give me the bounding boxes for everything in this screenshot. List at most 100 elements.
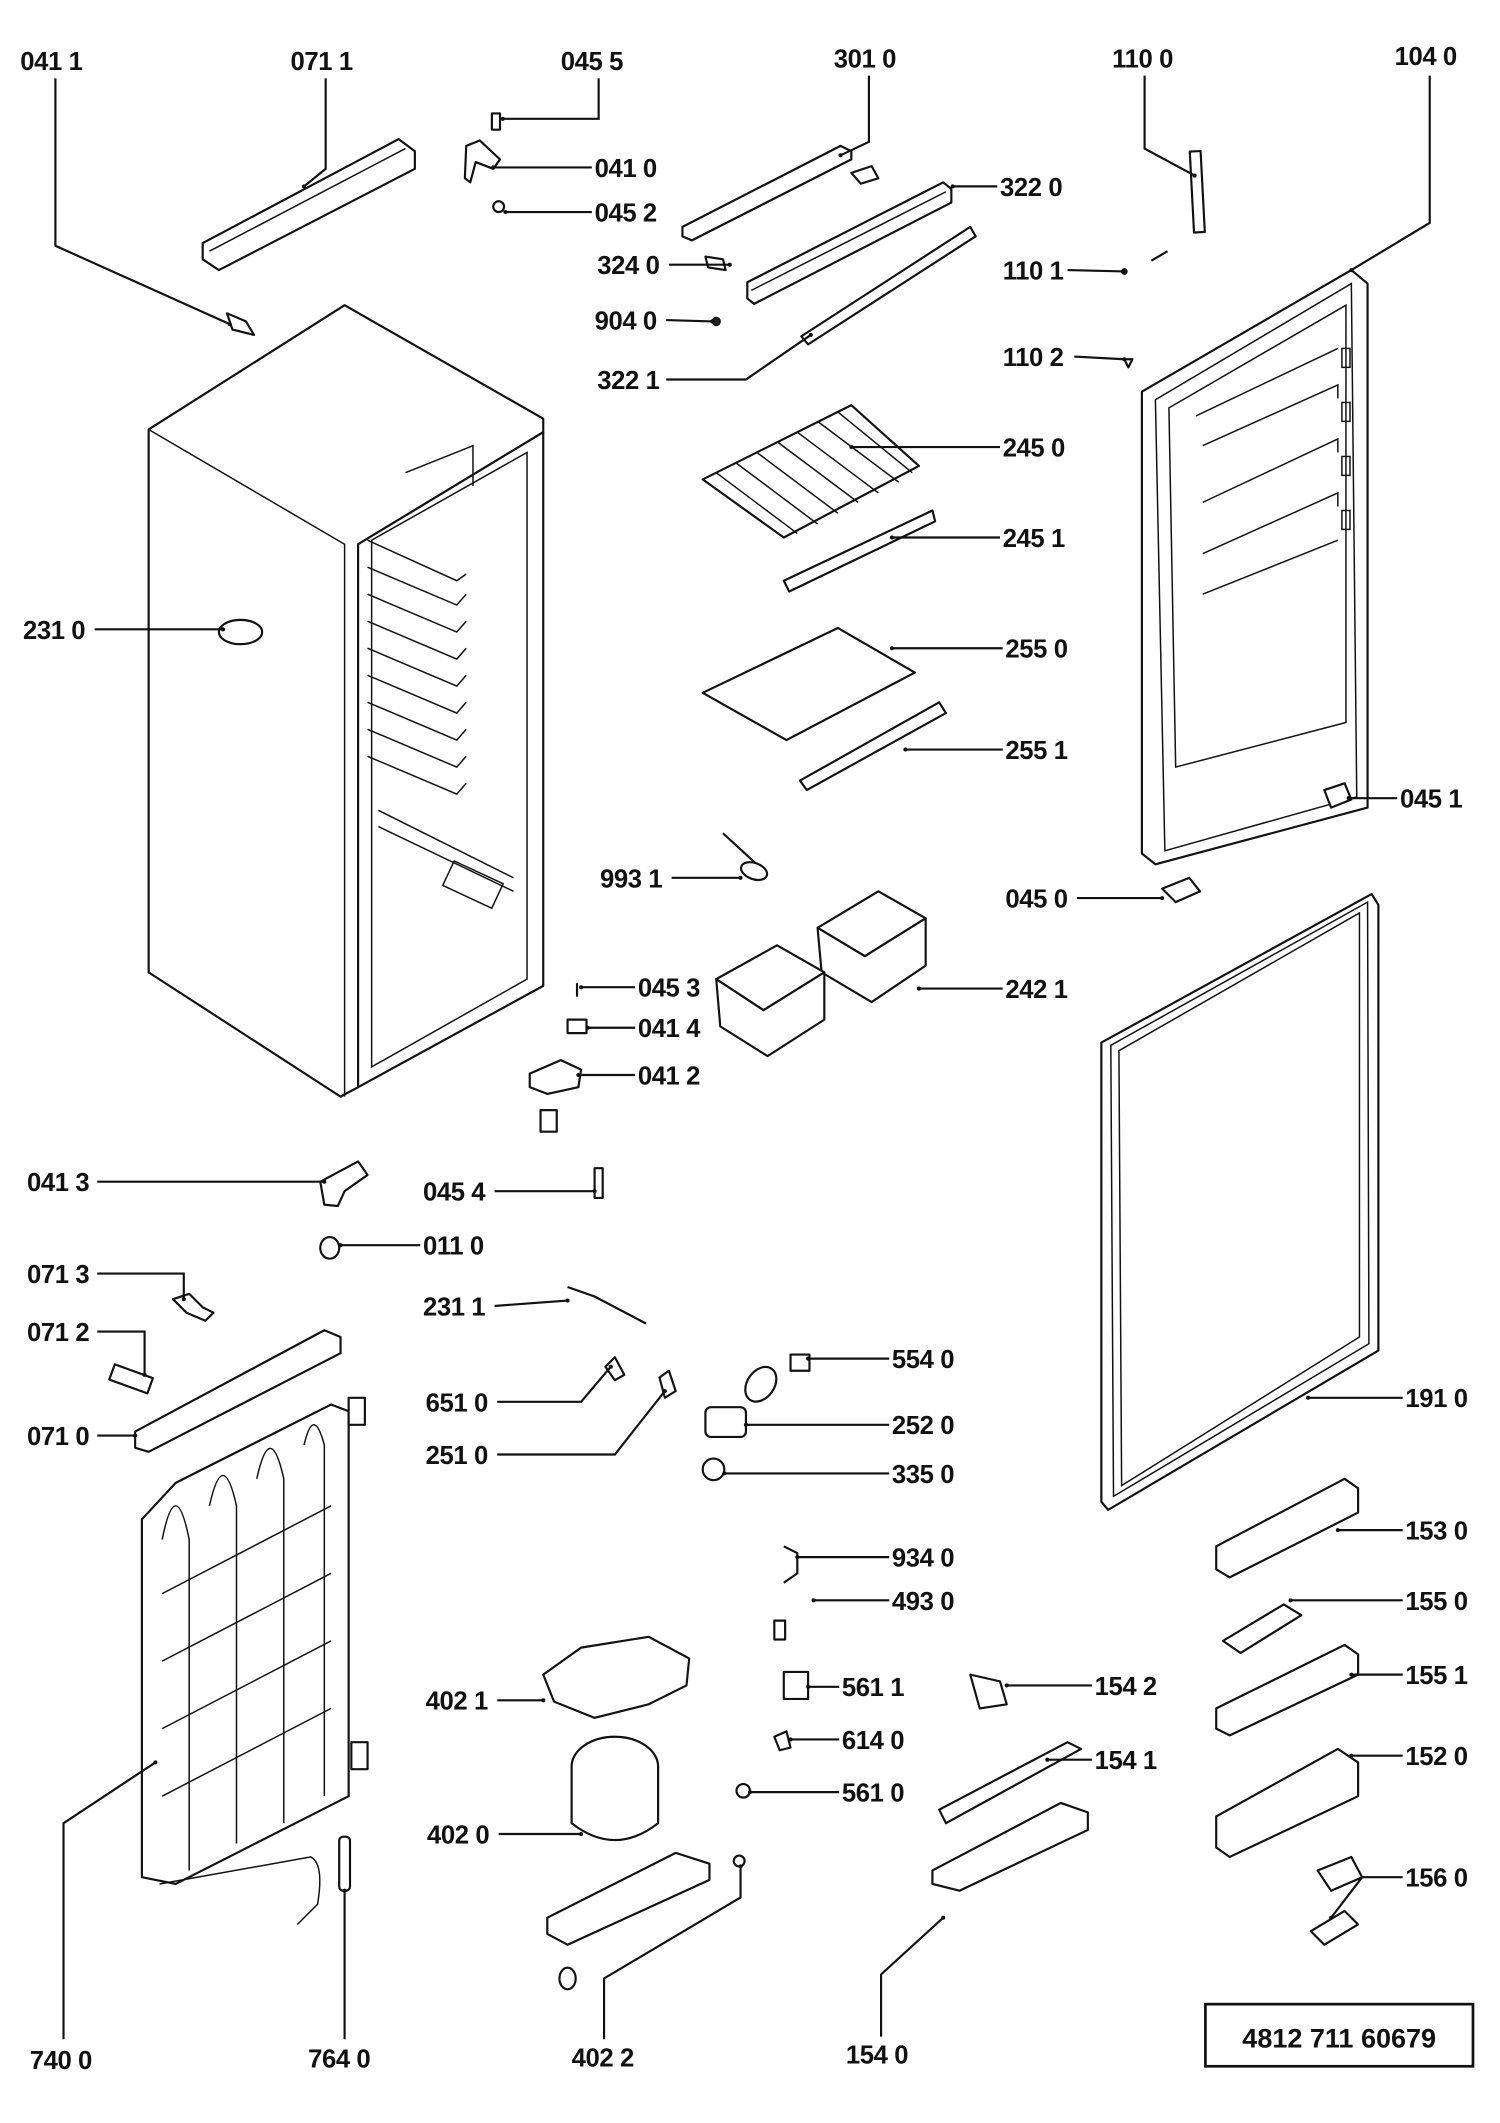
leader-end-dot <box>153 1760 158 1765</box>
leader-line-301-0 <box>840 75 870 157</box>
leader-end-dot <box>788 1737 793 1742</box>
callout-label: 011 0 <box>423 1233 484 1261</box>
leader-line-110-1 <box>1067 269 1125 273</box>
callout-label: 041 0 <box>595 155 657 183</box>
leader-line-904-0 <box>666 318 713 323</box>
leader-end-dot <box>1122 357 1127 362</box>
callout-label: 152 0 <box>1405 1743 1467 1771</box>
leader-line-740-0 <box>62 1761 157 2040</box>
leader-end-dot <box>806 1684 811 1689</box>
callout-label: 764 0 <box>308 2046 370 2074</box>
leader-line-071-2 <box>97 1330 146 1375</box>
callout-label: 904 0 <box>595 308 657 336</box>
callout-label: 041 1 <box>20 48 82 76</box>
leader-line-156-0 <box>1330 1876 1403 1919</box>
cabinet-drawing <box>147 304 545 1098</box>
callout-label: 045 5 <box>561 48 623 76</box>
glass-shelf-drawing <box>701 626 948 792</box>
leader-end-dot <box>722 1471 727 1476</box>
leader-end-dot <box>1349 268 1354 273</box>
leader-end-dot <box>1192 173 1197 178</box>
callout-label: 231 0 <box>23 617 85 645</box>
leader-end-dot <box>342 1888 347 1893</box>
leader-lines <box>54 75 1431 2040</box>
leader-end-dot <box>592 1189 597 1194</box>
leader-end-dot <box>1306 1395 1311 1400</box>
leader-end-dot <box>1160 896 1165 901</box>
leader-end-dot <box>1004 1683 1009 1688</box>
callout-label: 041 3 <box>27 1169 89 1197</box>
callout-label: 561 1 <box>842 1674 904 1702</box>
callout-label: 045 1 <box>1400 786 1462 814</box>
leader-end-dot <box>795 1555 800 1560</box>
leader-end-dot <box>1346 796 1351 801</box>
leader-end-dot <box>849 444 854 450</box>
leader-end-dot <box>743 1422 748 1427</box>
leader-line-071-1 <box>303 78 327 188</box>
leader-end-dot <box>1335 1528 1340 1533</box>
leader-line-110-2 <box>1074 355 1125 361</box>
leader-end-dot <box>541 1698 546 1703</box>
callout-label: 071 3 <box>27 1261 89 1289</box>
leader-end-dot <box>142 1372 147 1377</box>
callout-label: 934 0 <box>892 1545 954 1573</box>
leader-line-104-0 <box>1350 75 1431 272</box>
callout-label: 231 1 <box>423 1293 485 1321</box>
leader-end-dot <box>806 1356 811 1361</box>
callout-label: 156 0 <box>1405 1865 1467 1893</box>
callout-label: 242 1 <box>1005 976 1067 1004</box>
callout-label: 045 3 <box>638 975 700 1003</box>
callout-label: 041 4 <box>638 1015 701 1043</box>
leader-end-dot <box>1045 1757 1050 1762</box>
callout-label: 740 0 <box>30 2047 92 2075</box>
callout-label: 335 0 <box>892 1461 954 1489</box>
callout-label: 322 1 <box>597 367 659 395</box>
leader-end-dot <box>227 322 232 327</box>
middle-hinge-parts-drawing <box>528 983 588 1133</box>
callout-label: 255 0 <box>1005 636 1067 664</box>
callout-label: 071 1 <box>291 48 353 76</box>
cabinet-shelf-ribs <box>367 444 514 910</box>
leader-end-dot <box>181 1297 186 1302</box>
leader-line-251-0 <box>497 1390 666 1456</box>
leader-end-dot <box>916 986 921 991</box>
crisper-drawers-drawing <box>715 890 927 1058</box>
leader-end-dot <box>579 985 584 990</box>
callout-label: 154 1 <box>1095 1747 1157 1775</box>
callout-label: 324 0 <box>597 252 659 280</box>
sensor-probe-drawing <box>722 832 769 882</box>
callout-label: 154 0 <box>846 2042 908 2070</box>
leader-end-dot <box>302 184 307 189</box>
callout-label: 301 0 <box>834 46 896 74</box>
part-number-box: 4812 711 60679 <box>1204 2002 1475 2068</box>
callout-label: 993 1 <box>600 865 662 893</box>
leader-line-651-0 <box>497 1366 612 1403</box>
callout-label: 110 0 <box>1112 46 1173 74</box>
leader-end-dot <box>903 747 908 752</box>
leader-end-dot <box>662 1388 667 1394</box>
callout-label: 255 1 <box>1005 737 1067 765</box>
leader-end-dot <box>585 1025 590 1030</box>
leader-end-dot <box>579 1831 584 1837</box>
wiring-lead-drawing <box>567 1286 647 1325</box>
leader-end-dot <box>608 1364 613 1369</box>
leader-end-dot <box>941 1915 946 1920</box>
leader-end-dot <box>808 332 813 337</box>
leader-end-dot <box>889 535 894 540</box>
leader-line-322-1 <box>666 334 812 381</box>
callout-label: 402 1 <box>426 1688 488 1716</box>
callout-label: 104 0 <box>1395 43 1457 71</box>
leader-line-041-1 <box>54 78 231 326</box>
leader-line-045-5 <box>502 78 600 120</box>
leader-end-dot <box>503 210 508 215</box>
leader-end-dot <box>133 1433 138 1438</box>
leader-line-154-0 <box>880 1916 944 2037</box>
leader-line-110-0 <box>1143 75 1196 177</box>
door-stop-drawing <box>1323 782 1353 809</box>
top-hinge-drawing <box>463 112 506 214</box>
leader-end-dot <box>1349 1753 1354 1758</box>
callout-label: 402 2 <box>572 2044 634 2072</box>
leader-end-dot <box>1329 1915 1334 1920</box>
callout-label: 252 0 <box>892 1412 954 1440</box>
